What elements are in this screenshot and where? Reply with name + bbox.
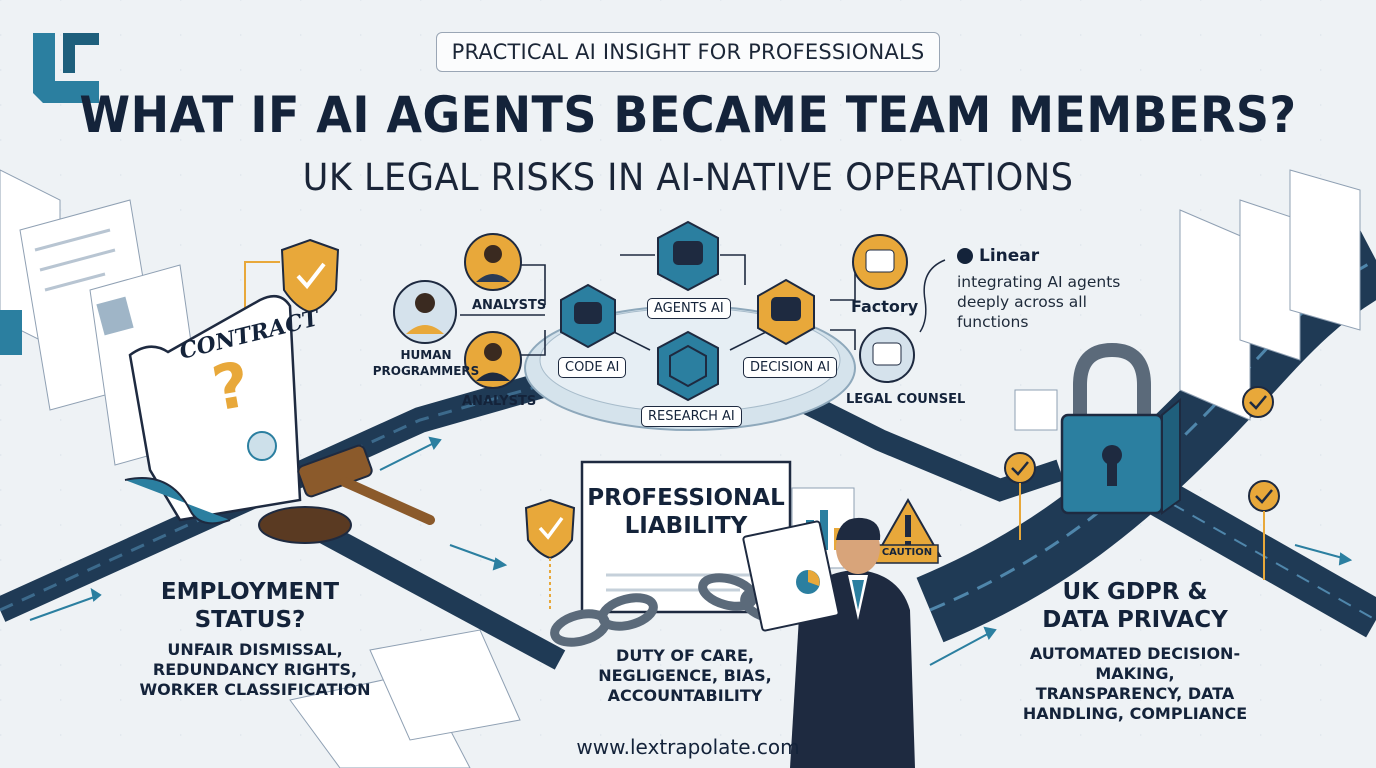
callout-arrow (919, 259, 946, 333)
gdpr-body-line: HANDLING, COMPLIANCE (1022, 704, 1248, 723)
gavel-icon (258, 444, 435, 544)
gdpr-body: AUTOMATED DECISION-MAKING, TRANSPARENCY,… (995, 644, 1275, 724)
employment-body-line: UNFAIR DISMISSAL, (167, 640, 343, 659)
liability-shield-icon (524, 498, 576, 610)
robot-avatars (852, 234, 915, 383)
businessman-figure (742, 517, 915, 768)
employment-title: EMPLOYMENT STATUS? (160, 579, 340, 633)
footer-url[interactable]: www.lextrapolate.com (576, 735, 800, 759)
decision-ai-node: DECISION AI (743, 357, 838, 378)
left-documents (0, 169, 206, 466)
human-avatars (393, 233, 522, 389)
liability-body-line: ACCOUNTABILITY (607, 686, 763, 705)
liability-card-title-line2: LIABILITY (624, 513, 748, 539)
employment-body-line: REDUNDANCY RIGHTS, (152, 660, 358, 679)
human-programmers-label: HUMAN PROGRAMMERS (372, 348, 480, 378)
gdpr-title: UK GDPR & DATA PRIVACY (1042, 579, 1228, 633)
ai-hexagons (560, 220, 815, 402)
liability-body-line: DUTY OF CARE, (616, 646, 754, 665)
liability-body: DUTY OF CARE, NEGLIGENCE, BIAS, ACCOUNTA… (595, 646, 775, 706)
linear-callout: Linear integrating AI agents deeply acro… (957, 246, 1137, 332)
employment-body-line: WORKER CLASSIFICATION (139, 680, 371, 699)
liability-body-line: NEGLIGENCE, BIAS, (598, 666, 772, 685)
linear-brand: Linear (979, 246, 1040, 266)
liability-card-title-line1: PROFESSIONAL (587, 485, 785, 511)
caution-label: CAUTION (881, 547, 933, 558)
right-documents (1014, 169, 1361, 431)
analysts-bottom-label: ANALYSTS (462, 394, 537, 409)
checkmark-pins (1004, 386, 1280, 580)
brand-logo (33, 33, 99, 103)
padlock-icon (1060, 342, 1181, 515)
liability-card-title: PROFESSIONAL LIABILITY (585, 484, 787, 540)
gdpr-body-line: TRANSPARENCY, DATA (1035, 684, 1235, 703)
flow-arrows (29, 436, 1353, 666)
page-subtitle: UK LEGAL RISKS IN AI-NATIVE OPERATIONS (302, 156, 1074, 199)
linear-logo-icon (957, 248, 973, 264)
legal-counsel-label: LEGAL COUNSEL (846, 392, 966, 407)
research-ai-node: RESEARCH AI (641, 406, 742, 427)
page-title: WHAT IF AI AGENTS BECAME TEAM MEMBERS? (79, 86, 1297, 144)
analysts-top-label: ANALYSTS (472, 298, 547, 313)
contract-scroll (124, 294, 302, 525)
network-connectors (460, 254, 856, 356)
linear-note: integrating AI agents deeply across all … (957, 273, 1121, 331)
shield-check-icon (244, 238, 340, 330)
tagline-badge: PRACTICAL AI INSIGHT FOR PROFESSIONALS (436, 32, 940, 72)
gdpr-body-line: AUTOMATED DECISION-MAKING, (1029, 644, 1241, 683)
employment-body: UNFAIR DISMISSAL, REDUNDANCY RIGHTS, WOR… (130, 640, 380, 700)
factory-label: Factory (851, 297, 919, 316)
caution-icon (874, 497, 942, 564)
agents-ai-node: AGENTS AI (647, 298, 731, 319)
code-ai-node: CODE AI (558, 357, 627, 378)
